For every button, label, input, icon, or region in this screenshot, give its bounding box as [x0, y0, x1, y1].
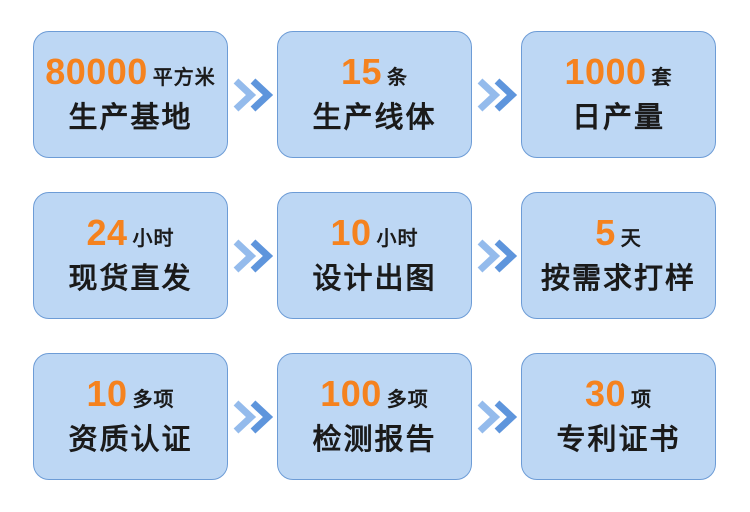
stat-title: 现货直发 [68, 263, 193, 296]
stat-number: 80000 [45, 50, 148, 92]
double-chevron-icon [477, 77, 517, 112]
stat-card-stock-shipping: 24 小时 现货直发 [33, 192, 228, 319]
stat-number: 100 [320, 372, 382, 414]
stat-title: 按需求打样 [540, 263, 696, 296]
stat-line: 30 项 [584, 372, 653, 414]
stat-title: 设计出图 [312, 263, 437, 296]
stat-card-sampling: 5 天 按需求打样 [521, 192, 716, 319]
stat-title: 资质认证 [68, 424, 193, 457]
stat-card-production-base: 80000 平方米 生产基地 [33, 31, 228, 158]
stat-card-patents: 30 项 专利证书 [521, 353, 716, 480]
stat-card-daily-output: 1000 套 日产量 [521, 31, 716, 158]
stat-line: 10 多项 [86, 372, 175, 414]
stat-number: 10 [330, 211, 372, 253]
stat-unit: 多项 [386, 388, 429, 411]
stats-row-1: 80000 平方米 生产基地 15 条 生产线体 [33, 31, 750, 158]
stat-line: 15 条 [340, 50, 409, 92]
stat-unit: 平方米 [152, 66, 216, 89]
stat-number: 10 [86, 372, 128, 414]
stat-number: 1000 [564, 50, 647, 92]
arrow-gap [472, 192, 521, 319]
stat-title: 检测报告 [312, 424, 437, 457]
stat-number: 15 [340, 50, 383, 92]
stat-line: 24 小时 [86, 211, 175, 253]
stat-number: 30 [584, 372, 627, 414]
stat-unit: 天 [620, 227, 642, 250]
stat-unit: 小时 [132, 227, 175, 250]
stat-title: 专利证书 [556, 424, 681, 457]
stat-title: 生产基地 [68, 102, 193, 135]
arrow-gap [228, 192, 277, 319]
stat-line: 100 多项 [320, 372, 429, 414]
stat-unit: 小时 [376, 227, 419, 250]
stat-line: 10 小时 [330, 211, 419, 253]
stat-number: 5 [595, 211, 616, 253]
stat-line: 5 天 [595, 211, 642, 253]
double-chevron-icon [477, 238, 517, 273]
stat-title: 日产量 [571, 102, 665, 135]
stat-line: 80000 平方米 [45, 50, 216, 92]
stat-unit: 条 [387, 66, 409, 89]
stat-unit: 套 [651, 66, 673, 89]
double-chevron-icon [233, 399, 273, 434]
double-chevron-icon [477, 399, 517, 434]
stat-card-design-output: 10 小时 设计出图 [277, 192, 472, 319]
arrow-gap [228, 31, 277, 158]
stat-card-certifications: 10 多项 资质认证 [33, 353, 228, 480]
stats-row-3: 10 多项 资质认证 100 多项 检测报告 3 [33, 353, 750, 480]
stats-row-2: 24 小时 现货直发 10 小时 设计出图 5 [33, 192, 750, 319]
double-chevron-icon [233, 238, 273, 273]
stat-line: 1000 套 [564, 50, 673, 92]
stat-unit: 多项 [132, 388, 175, 411]
stat-card-production-lines: 15 条 生产线体 [277, 31, 472, 158]
arrow-gap [472, 353, 521, 480]
stat-card-test-reports: 100 多项 检测报告 [277, 353, 472, 480]
stat-title: 生产线体 [312, 102, 437, 135]
stat-unit: 项 [631, 388, 653, 411]
stat-number: 24 [86, 211, 128, 253]
arrow-gap [472, 31, 521, 158]
arrow-gap [228, 353, 277, 480]
double-chevron-icon [233, 77, 273, 112]
